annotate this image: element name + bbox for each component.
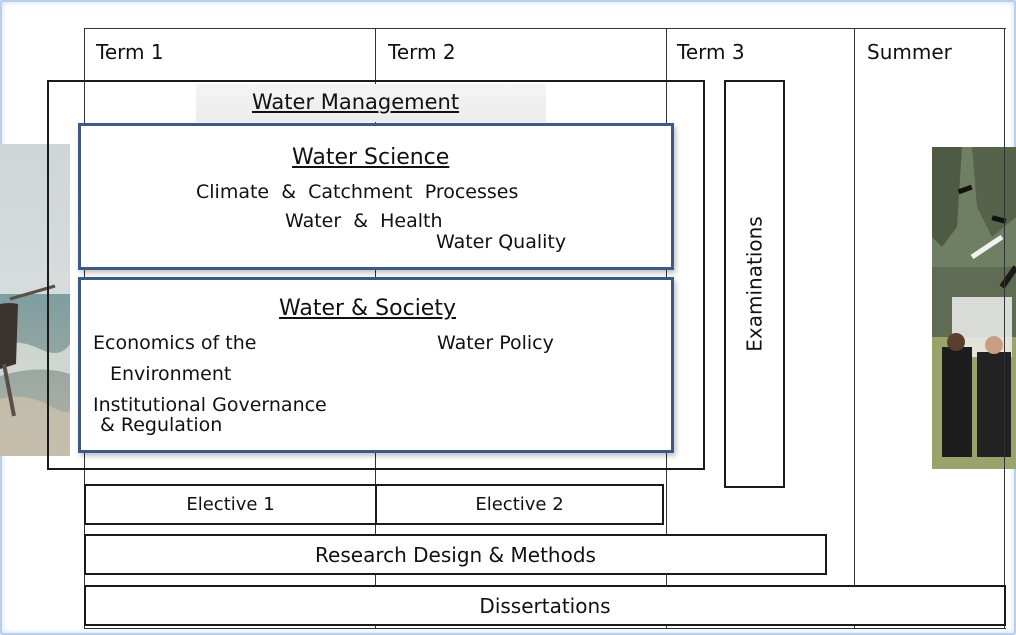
water-science-title: Water Science [292,145,450,170]
course-economics-line2: Environment [110,363,232,385]
course-water-quality: Water Quality [436,231,567,253]
elective-2-label: Elective 2 [475,494,564,515]
term-2-header: Term 2 [388,40,456,64]
water-society-title: Water & Society [279,296,456,321]
examinations-label: Examinations [742,216,767,352]
water-management-title: Water Management [252,90,460,114]
elective-1-box: Elective 1 [84,484,376,525]
dissertations-label: Dissertations [479,593,611,618]
course-climate-catchment: Climate & Catchment Processes [196,181,519,203]
examinations-box: Examinations [724,80,785,488]
water-management-shade [196,84,546,122]
water-management-box [47,80,705,470]
elective-2-box: Elective 2 [375,484,664,525]
person-jumping-on-beach-photo [0,144,70,456]
course-governance-line2: & Regulation [100,414,223,436]
course-governance-line1: Institutional Governance [93,394,327,416]
course-economics-line1: Economics of the [93,332,257,354]
water-science-box [78,123,674,270]
graduation-group-photo [932,147,1016,469]
dissertations-box: Dissertations [84,585,1006,626]
term-3-header: Term 3 [677,40,745,64]
term-1-header: Term 1 [96,40,164,64]
course-water-policy: Water Policy [437,332,554,354]
summer-header: Summer [867,40,952,64]
research-design-box: Research Design & Methods [84,534,827,575]
course-water-health: Water & Health [285,210,443,232]
water-society-box [78,277,674,453]
research-design-label: Research Design & Methods [315,542,596,567]
elective-1-label: Elective 1 [186,494,275,515]
